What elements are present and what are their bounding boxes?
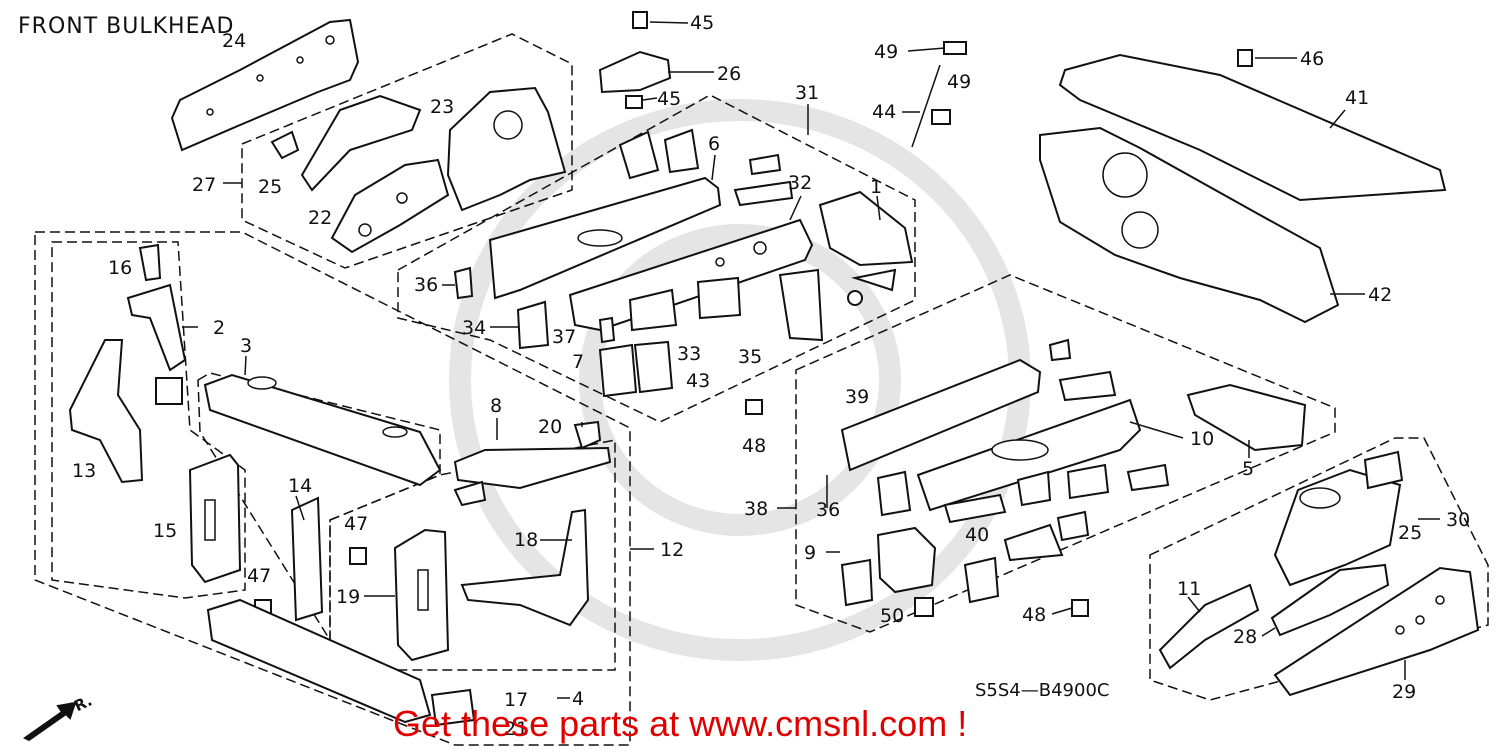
callout-35: 35 <box>738 346 762 368</box>
reference-code: S5S4—B4900C <box>975 680 1110 701</box>
callout-39: 39 <box>845 386 869 408</box>
callout-8: 8 <box>490 395 502 417</box>
callout-22: 22 <box>308 207 332 229</box>
callout-25: 25 <box>258 176 282 198</box>
callout-28: 28 <box>1233 626 1257 648</box>
callout-23: 23 <box>430 96 454 118</box>
callout-12: 12 <box>660 539 684 561</box>
callout-33: 33 <box>677 343 701 365</box>
callout-29: 29 <box>1392 681 1416 703</box>
leader-lines <box>182 21 1440 699</box>
callout-48: 48 <box>742 435 766 457</box>
callout-26: 26 <box>717 63 741 85</box>
callout-44: 44 <box>872 101 896 123</box>
callout-18: 18 <box>514 529 538 551</box>
callout-7: 7 <box>572 351 584 373</box>
callout-labels: 24 27 25 23 22 45 26 45 49 49 44 46 41 4… <box>72 12 1470 740</box>
callout-14: 14 <box>288 475 312 497</box>
promo-link[interactable]: Get these parts at www.cmsnl.com ! <box>393 703 968 744</box>
callout-45b: 45 <box>657 88 681 110</box>
callout-47: 47 <box>344 513 368 535</box>
callout-1: 1 <box>870 176 882 198</box>
callout-41: 41 <box>1345 87 1369 109</box>
callout-16: 16 <box>108 257 132 279</box>
callout-49: 49 <box>874 41 898 63</box>
callout-49b: 49 <box>947 71 971 93</box>
group-frames <box>34 33 1489 746</box>
callout-6: 6 <box>708 133 720 155</box>
callout-32: 32 <box>788 172 812 194</box>
callout-4: 4 <box>572 688 584 710</box>
callout-47b: 47 <box>247 565 271 587</box>
callout-30: 30 <box>1446 509 1470 531</box>
callout-2: 2 <box>213 317 225 339</box>
callout-48b: 48 <box>1022 604 1046 626</box>
callout-38: 38 <box>744 498 768 520</box>
diagram-title: FRONT BULKHEAD <box>18 14 235 39</box>
callout-34: 34 <box>462 317 486 339</box>
callout-45: 45 <box>690 12 714 34</box>
direction-label: FR. <box>62 692 95 720</box>
callout-24: 24 <box>222 30 246 52</box>
callout-40: 40 <box>965 524 989 546</box>
callout-5: 5 <box>1242 458 1254 480</box>
callout-36b: 36 <box>816 499 840 521</box>
callout-20: 20 <box>538 416 562 438</box>
callout-37: 37 <box>552 326 576 348</box>
callout-46: 46 <box>1300 48 1324 70</box>
callout-9: 9 <box>804 542 816 564</box>
part-drawings <box>23 11 1480 742</box>
callout-25b: 25 <box>1398 522 1422 544</box>
callout-3: 3 <box>240 335 252 357</box>
callout-43: 43 <box>686 370 710 392</box>
callout-10: 10 <box>1190 428 1214 450</box>
callout-31: 31 <box>795 82 819 104</box>
callout-21: 21 <box>504 718 528 740</box>
callout-13: 13 <box>72 460 96 482</box>
callout-36: 36 <box>414 274 438 296</box>
callout-17: 17 <box>504 689 528 711</box>
callout-42: 42 <box>1368 284 1392 306</box>
callout-27: 27 <box>192 174 216 196</box>
callout-50: 50 <box>880 605 904 627</box>
callout-15: 15 <box>153 520 177 542</box>
callout-19: 19 <box>336 586 360 608</box>
callout-11: 11 <box>1177 578 1201 600</box>
